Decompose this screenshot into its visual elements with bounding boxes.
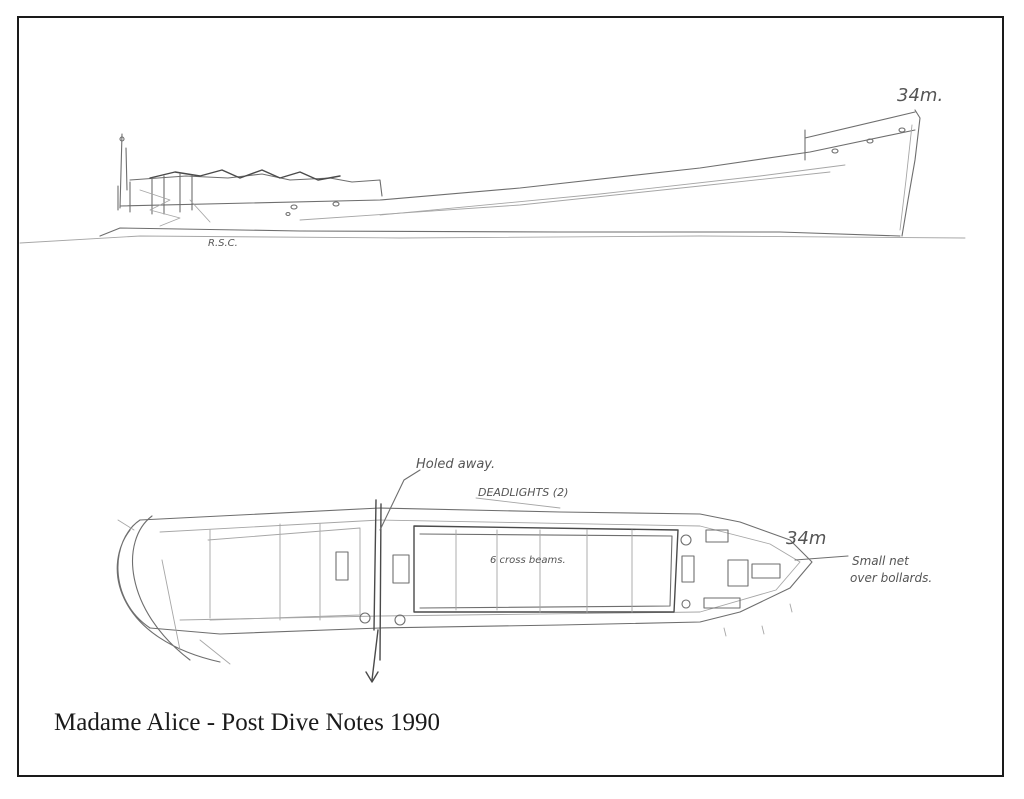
bow-note-line2: over bollards. [850,571,932,585]
bow-note-line1: Small net [852,554,910,568]
aft-mast [119,133,128,209]
bollard [681,599,691,609]
bow-stem-2 [899,124,913,231]
cargo-hold-inner [419,533,673,609]
deadlights-label: DEADLIGHTS (2) [478,486,568,499]
aft-fitting [335,551,349,581]
side-length-label: 34m. [897,85,943,106]
bow-locker [751,563,781,579]
plan-view: Holed away. DEADLIGHTS (2) 6 cross beams… [116,457,932,683]
aft-deck-panels [207,523,361,621]
superstructure-scribble [139,189,211,227]
porthole [898,127,906,133]
windlass [681,555,695,583]
wreck-debris-outline [149,169,341,181]
side-stern-note: R.S.C. [208,238,238,249]
winch-box [392,554,410,584]
hull-deck-line [119,129,916,207]
bow-ticks [723,603,793,637]
porthole [290,204,298,210]
plan-hull-outline-2 [159,519,801,621]
cross-beams-label: 6 cross beams. [490,555,566,566]
forecastle [804,111,916,161]
cargo-hold [413,525,679,613]
caption: Madame Alice - Post Dive Notes 1990 [54,709,441,736]
plan-stern [116,515,221,663]
plan-hull-outline [139,507,813,635]
porthole [831,148,839,154]
holed-label: Holed away. [416,457,495,472]
cross-beams [455,529,633,613]
holed-arrow [365,671,379,683]
porthole [866,138,874,144]
bollard [394,614,406,626]
bow-bench [703,597,741,609]
bow-stem [901,109,921,237]
holed-bulkhead [371,499,382,681]
deadlights-leader [475,497,561,509]
porthole [285,211,291,217]
hull-keel [99,227,901,237]
forward-hatch [727,559,749,587]
side-elevation: 34m. R.S.C. [19,85,966,249]
bollard [359,612,371,624]
plan-stern-scribble [117,519,231,665]
hull-deck-line-3 [379,164,846,216]
plan-length-label: 34m [786,528,826,549]
holed-leader [379,469,421,531]
mast-top [119,136,125,142]
superstructure-frames [129,173,193,215]
porthole [332,201,340,207]
hull-deck-line-2 [299,171,831,221]
seabed-line [19,235,966,244]
bow-net-leader [794,555,849,561]
forward-locker [705,529,729,543]
bollard [680,534,692,546]
